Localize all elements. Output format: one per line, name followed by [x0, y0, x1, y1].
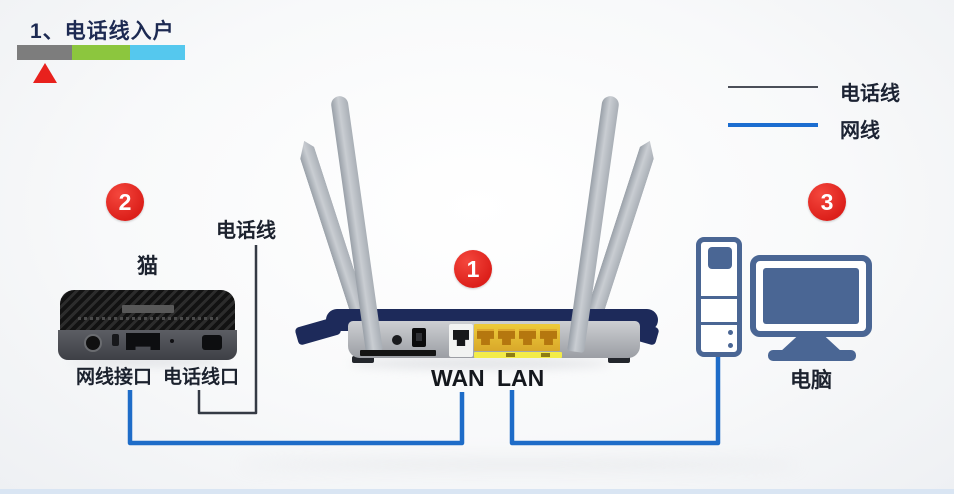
- lan-port-label: LAN: [497, 365, 545, 391]
- wan-port-label: WAN: [431, 365, 485, 391]
- computer-name-label: 电脑: [790, 369, 832, 392]
- pc-tower-power-button: [708, 247, 732, 269]
- legend-phone-line-label: 电话线: [840, 83, 900, 105]
- modem-coax-connector: [84, 334, 102, 352]
- pc-tower-led-2: [728, 343, 733, 348]
- modem-phone-port: [202, 335, 222, 350]
- incoming-phone-cable-label: 电话线: [216, 220, 276, 242]
- lan-strip-mark-1: [506, 353, 515, 357]
- legend-network-line-sample: [728, 123, 818, 127]
- active-step-marker-triangle: [33, 63, 57, 83]
- router-lan-jack-3: [519, 329, 536, 345]
- modem-vent-dots: [78, 317, 218, 320]
- monitor-stand: [780, 336, 842, 352]
- step-title: 1、电话线入户: [30, 20, 175, 43]
- modem-name-label: 猫: [137, 255, 158, 278]
- router-foot-right: [608, 356, 630, 363]
- modem-logo-plate: [122, 305, 174, 313]
- monitor-base: [768, 350, 856, 361]
- router-panel-label-strip: [360, 350, 436, 356]
- modem-ethernet-port-label: 网线接口: [76, 367, 153, 388]
- computer-step-badge: 3: [808, 183, 846, 221]
- router-reset-button: [392, 335, 402, 345]
- router-wan-jack: [453, 330, 469, 346]
- legend-network-line-label: 网线: [840, 120, 880, 142]
- floor-shadow: [240, 460, 800, 469]
- progress-segment-1: [17, 45, 72, 60]
- pc-tower-divider-2: [701, 322, 737, 325]
- lan-strip-mark-2: [541, 353, 550, 357]
- router-lan-jack-2: [498, 329, 515, 345]
- modem-power-switch: [112, 334, 119, 346]
- modem-reset-hole: [170, 339, 174, 343]
- router-lan-jack-4: [540, 329, 557, 345]
- router-foot-left: [352, 356, 374, 363]
- progress-segment-2: [72, 45, 130, 60]
- progress-segment-3: [130, 45, 185, 60]
- router-power-port-pin: [416, 333, 422, 341]
- modem-phone-port-label: 电话线口: [163, 367, 240, 388]
- network-cable-modem-to-wan: [127, 390, 465, 446]
- monitor-screen: [763, 268, 859, 324]
- modem-ethernet-port: [126, 333, 160, 350]
- router-lan-label-strip: [474, 352, 562, 358]
- legend-phone-line-sample: [728, 86, 818, 88]
- router-shadow: [350, 358, 610, 369]
- pc-tower-led-1: [728, 330, 733, 335]
- pc-tower-divider-1: [701, 296, 737, 299]
- router-step-badge: 1: [454, 250, 492, 288]
- modem-step-badge: 2: [106, 183, 144, 221]
- bottom-edge-strip: [0, 489, 954, 494]
- router-lan-jack-1: [477, 329, 494, 345]
- progress-bar: [17, 45, 185, 60]
- modem-shadow: [70, 357, 230, 366]
